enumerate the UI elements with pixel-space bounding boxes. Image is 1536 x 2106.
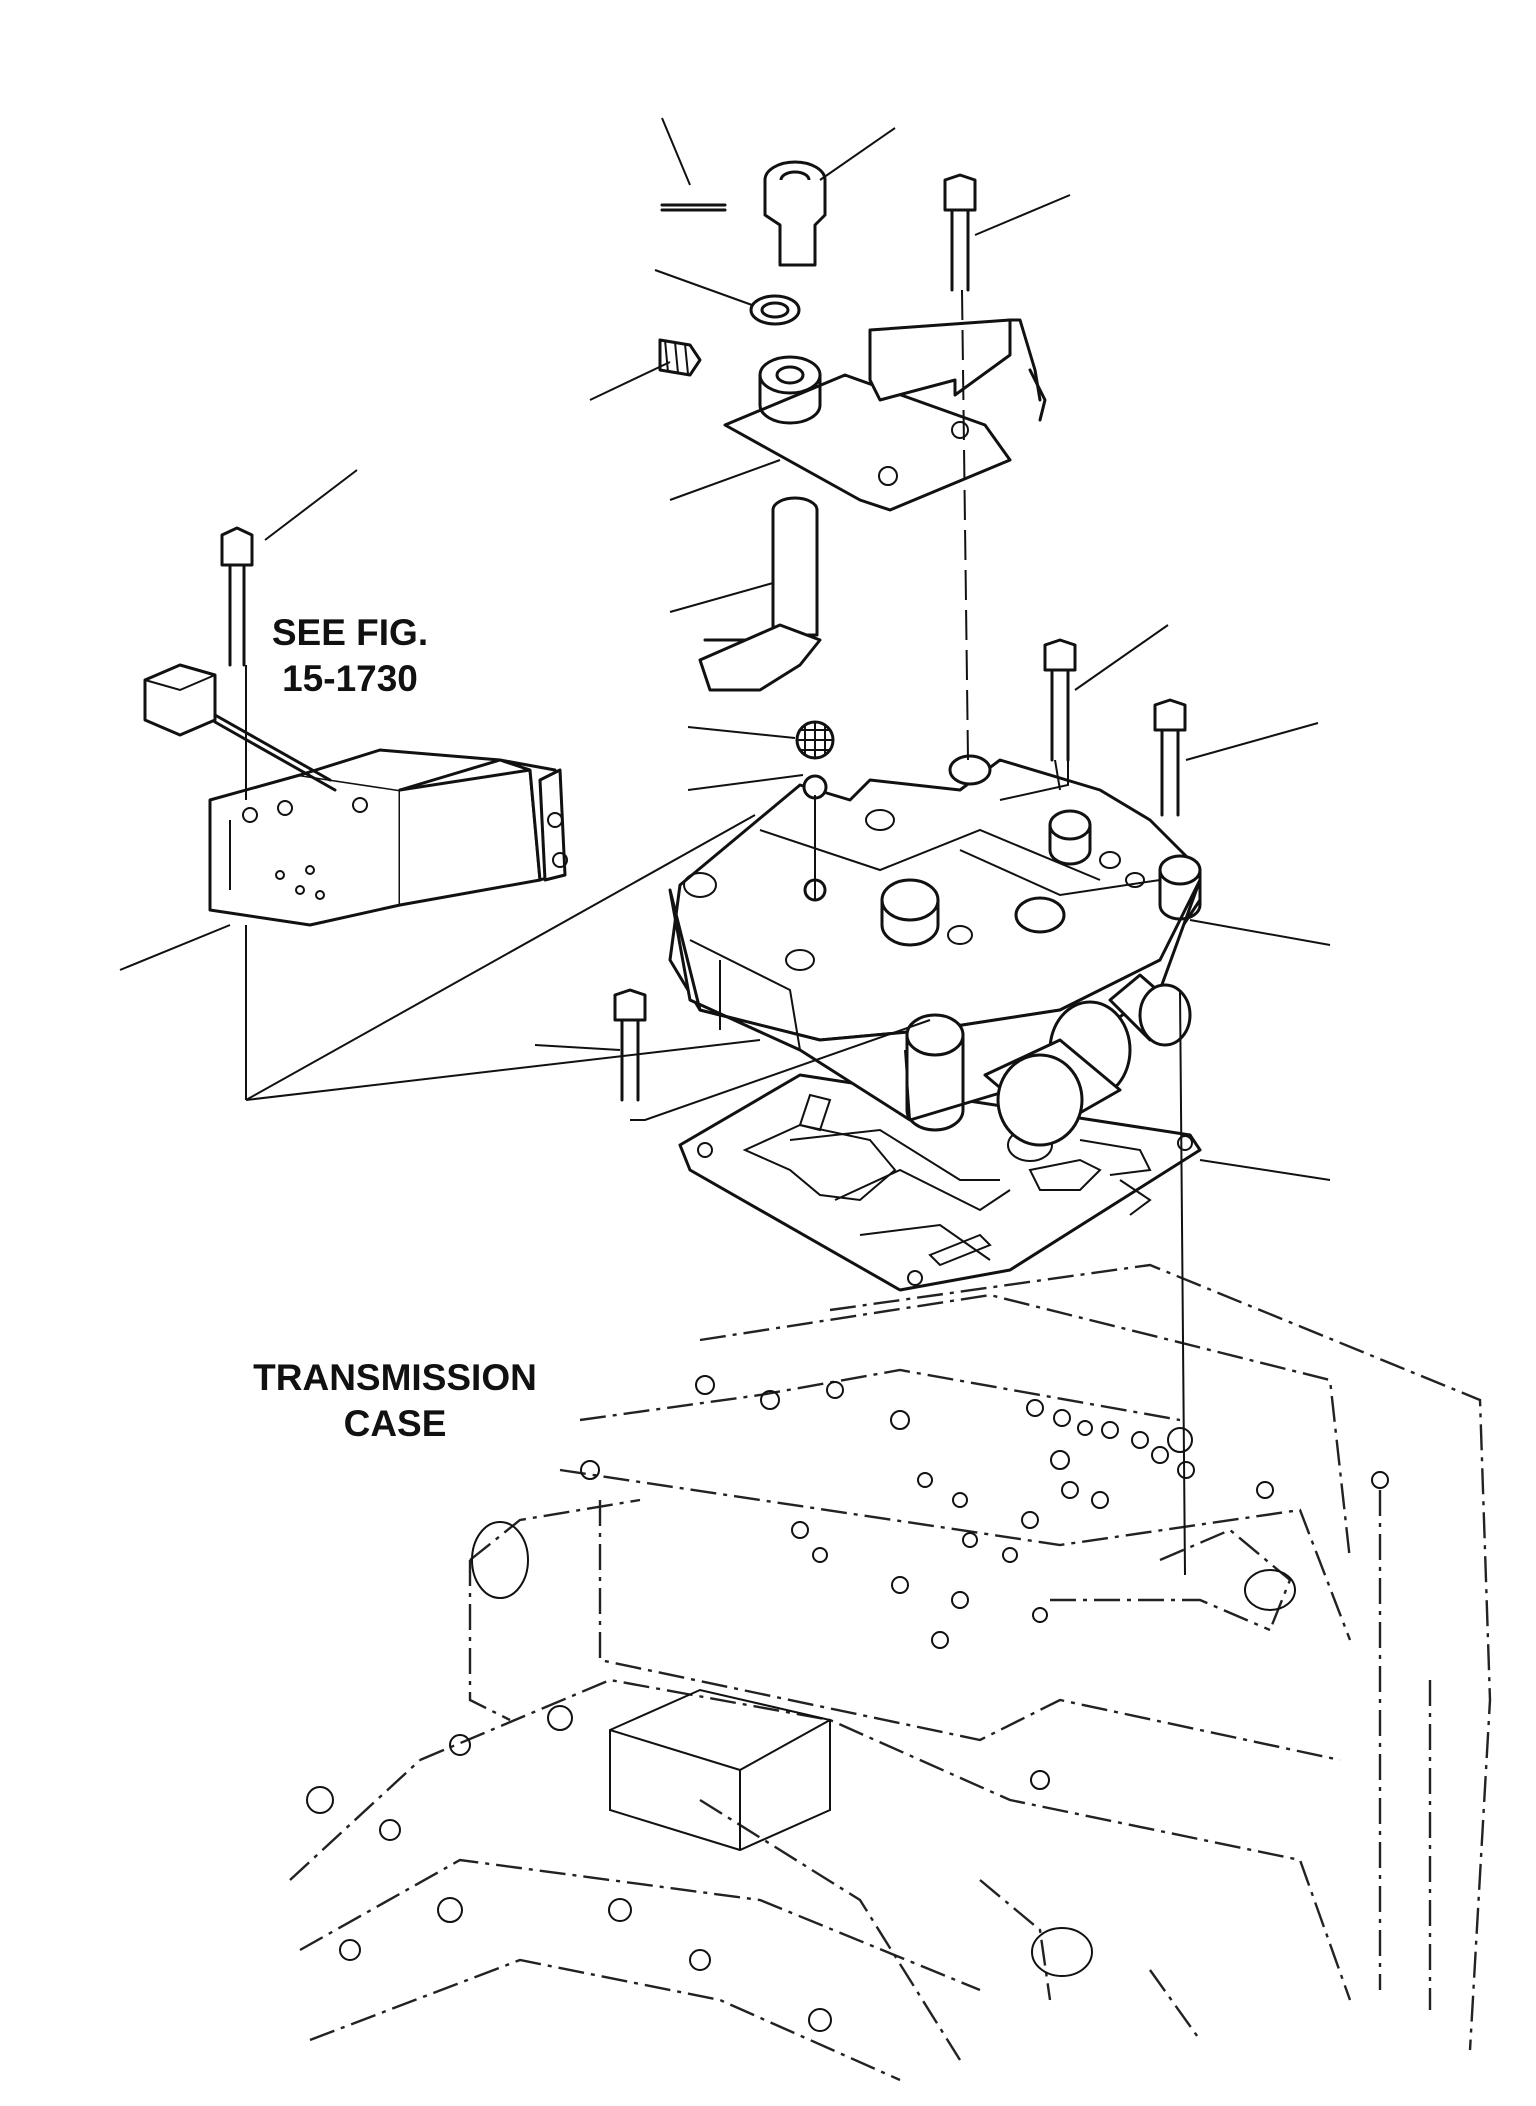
transmission-case-label: TRANSMISSION CASE [225,1355,565,1447]
leader-bolt-right-1 [1074,624,1169,691]
leader-lines [119,117,1331,1181]
solenoid-assembly [143,663,568,927]
see-fig-label: SEE FIG. 15-1730 [240,610,460,702]
leader-solenoid-bolt [264,469,358,541]
leader-roll-pin [661,117,691,186]
valve-body [668,754,1202,1147]
leader-separator-plate [1199,1159,1331,1181]
filter-screen-and-seal [795,720,835,800]
leader-washer [654,269,753,306]
see-fig-line-1: SEE FIG. [271,612,429,653]
manual-valve [698,496,822,692]
transmission-case-line-2: CASE [343,1403,447,1444]
leader-cover-plate [669,459,781,501]
see-fig-line-2: 15-1730 [282,658,418,699]
leader-valve-body [1189,919,1331,946]
transmission-case [289,1263,1492,2082]
bolts [220,173,1187,1102]
leader-manual-valve [669,582,774,613]
leader-screen [687,726,796,739]
transmission-case-line-1: TRANSMISSION [253,1357,537,1398]
leader-detent-spring [589,361,671,401]
leader-bolt-top [974,194,1071,236]
leader-bushing-top [819,127,896,181]
detent-cover-plate [658,160,1047,512]
leader-solenoid [119,924,231,971]
leader-bolt-right-2 [1185,722,1319,761]
leader-bolt-left [534,1044,621,1051]
leader-o-ring [687,774,804,791]
alignment-lines [245,289,1195,1576]
